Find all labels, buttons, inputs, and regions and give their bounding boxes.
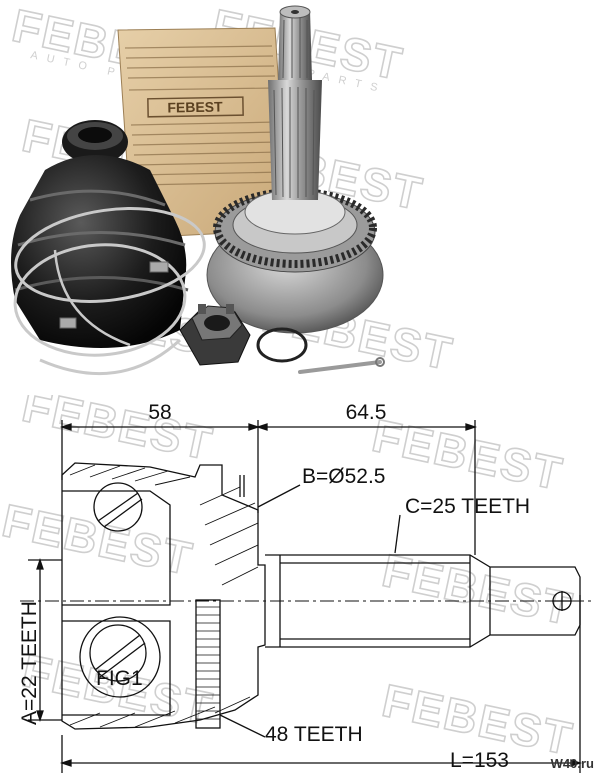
dim-abs-teeth: 48 TEETH [265,723,363,746]
castle-nut [179,304,251,366]
site-badge: W40.ru [550,756,594,771]
rubber-boot [11,120,189,348]
snap-ring [256,327,308,363]
watermark-brand: FEBEST [18,395,218,470]
watermark-brand: FEBEST [0,494,198,585]
dimension-labels: 58 64.5 B=Ø52.5 C=25 TEETH A=22 TEETH 48… [18,401,530,772]
watermark-group-bottom: FEBEST FEBEST FEBEST FEBEST FEBEST FEBES… [0,395,579,766]
fig-label: FIG1 [96,667,143,690]
boot-clamps [13,207,206,376]
dim-width-right: 64.5 [346,401,387,424]
watermark-brand: FEBEST [378,544,578,635]
cotter-pin [298,357,385,374]
dim-a-teeth: A=22 TEETH [18,601,41,725]
dim-c-teeth: C=25 TEETH [405,495,530,518]
technical-drawing: FEBEST FEBEST FEBEST FEBEST FEBEST FEBES… [0,395,595,773]
product-photo: FEBEST AUTO PARTS FEBEST AUTO PARTS FEBE… [7,0,459,381]
cv-joint-outer [206,5,384,334]
package-label: FEBEST [167,99,223,116]
dim-width-left: 58 [148,401,171,424]
watermark-brand: FEBEST [368,409,568,500]
dim-length: L=153 [450,749,509,772]
dim-b-diameter: B=Ø52.5 [302,465,385,488]
